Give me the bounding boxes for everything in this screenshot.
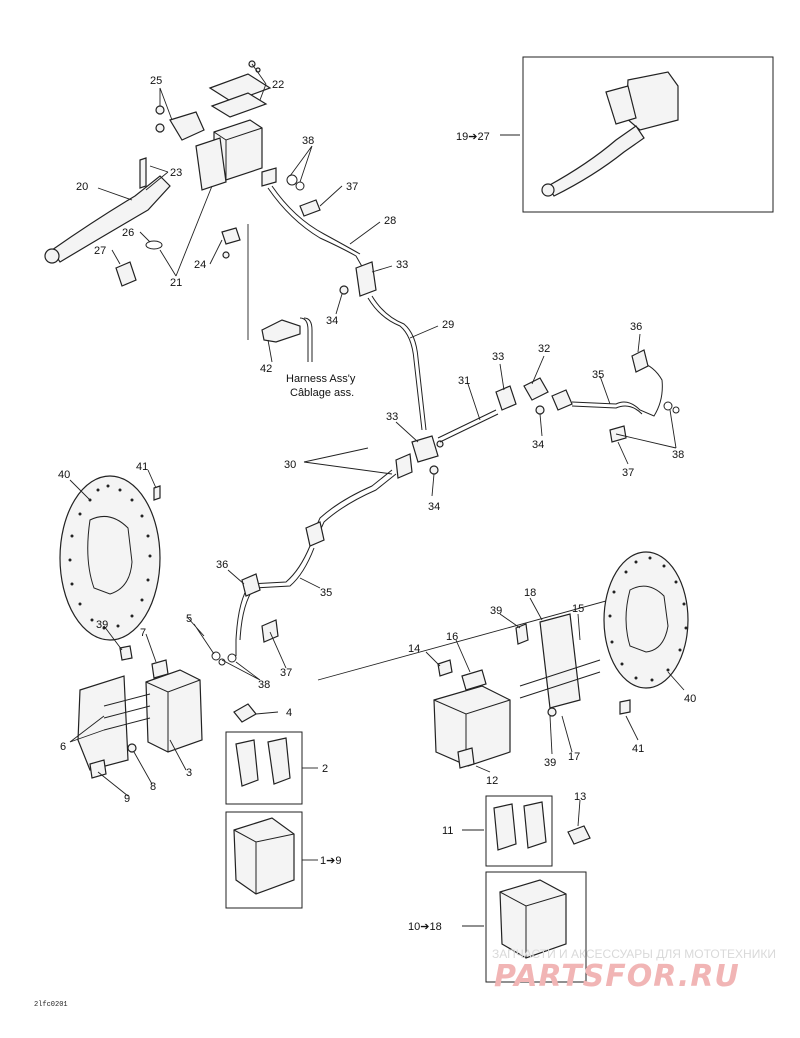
- caliper-bracket-right: [539, 613, 581, 709]
- callout-32: 32: [538, 343, 550, 355]
- brake-line-28: [267, 187, 365, 271]
- brake-line-31: [437, 409, 497, 439]
- callout-11: 11: [442, 825, 453, 837]
- brake-line-30: [309, 469, 393, 541]
- master-cylinder-group: [44, 60, 321, 287]
- callout-16: 16: [446, 631, 458, 643]
- watermark-subtitle: ЗАПЧАСТИ И АКСЕССУАРЫ ДЛЯ МОТОТЕХНИКИ: [492, 947, 776, 961]
- callout-12: 12: [486, 775, 498, 787]
- callout-42: 42: [260, 363, 272, 375]
- callout-19-27: 19➔27: [456, 131, 490, 143]
- harness-note-fr: Câblage ass.: [290, 387, 354, 399]
- reservoir-cover: [208, 73, 272, 103]
- callout-1-9: 1➔9: [320, 855, 341, 867]
- callout-22: 22: [272, 79, 284, 91]
- callout-37-top: 37: [346, 181, 358, 193]
- callout-31: 31: [458, 375, 470, 387]
- callout-5: 5: [186, 613, 192, 625]
- callout-39-right: 39: [490, 605, 502, 617]
- callout-27: 27: [94, 245, 106, 257]
- callout-9: 9: [124, 793, 130, 805]
- brake-line-35-right: [571, 361, 663, 417]
- brake-lever: [51, 175, 171, 263]
- callout-41-right: 41: [632, 743, 644, 755]
- watermark-logo: PARTSFOR.RU: [494, 959, 740, 994]
- callout-14: 14: [408, 643, 420, 655]
- callout-17: 17: [568, 751, 580, 763]
- pads-box-left: [225, 731, 303, 805]
- callout-13: 13: [574, 791, 586, 803]
- callout-30: 30: [284, 459, 296, 471]
- callout-15: 15: [572, 603, 584, 615]
- callout-28: 28: [384, 215, 396, 227]
- callout-33-c: 33: [492, 351, 504, 363]
- callout-18: 18: [524, 587, 536, 599]
- callout-34-c: 34: [532, 439, 544, 451]
- callout-34-a: 34: [326, 315, 338, 327]
- callout-39-left: 39: [96, 619, 108, 631]
- right-caliper-group: [433, 613, 601, 769]
- left-brake-disc: [59, 475, 161, 641]
- brake-switch: [523, 377, 549, 401]
- callout-38-top: 38: [302, 135, 314, 147]
- distribution-block: [395, 435, 444, 479]
- callout-8: 8: [150, 781, 156, 793]
- callout-37-left: 37: [280, 667, 292, 679]
- caliper-body-left: [145, 669, 203, 753]
- callout-3: 3: [186, 767, 192, 779]
- leader-lines: [69, 63, 685, 927]
- callout-39-lower: 39: [544, 757, 556, 769]
- reservoir-diaphragm: [210, 92, 268, 118]
- callout-38-right: 38: [672, 449, 684, 461]
- callout-40-right: 40: [684, 693, 696, 705]
- callout-labels: 19➔27 25 22 23 20 26 27 21 24 38 37 28 3…: [58, 75, 696, 933]
- callout-4: 4: [286, 707, 292, 719]
- lever-bushing: [115, 261, 137, 287]
- caliper-bracket-left: [77, 675, 129, 771]
- callout-33-a: 33: [396, 259, 408, 271]
- master-cylinder-inset-box: [522, 56, 774, 213]
- section-divider: [317, 589, 647, 681]
- pad-spring-right: [567, 825, 591, 845]
- callout-41-left: 41: [136, 461, 148, 473]
- callout-37-right: 37: [622, 467, 634, 479]
- harness-connector: [261, 319, 301, 343]
- callout-33-b: 33: [386, 411, 398, 423]
- watermark: ЗАПЧАСТИ И АКСЕССУАРЫ ДЛЯ МОТОТЕХНИКИ PA…: [492, 947, 776, 994]
- callout-36-right: 36: [630, 321, 642, 333]
- pad-spring-left: [233, 703, 257, 723]
- callout-10-18: 10➔18: [408, 921, 442, 933]
- left-caliper-group: [77, 645, 203, 779]
- callout-25: 25: [150, 75, 162, 87]
- pads-box-right: [485, 795, 553, 867]
- caliper-box-right: [485, 871, 587, 983]
- callout-35-right: 35: [592, 369, 604, 381]
- callout-36-left: 36: [216, 559, 228, 571]
- callout-26: 26: [122, 227, 134, 239]
- callout-34-b: 34: [428, 501, 440, 513]
- callout-20: 20: [76, 181, 88, 193]
- callout-29: 29: [442, 319, 454, 331]
- brake-line-29: [367, 297, 423, 431]
- harness-note-en: Harness Ass'y: [286, 373, 356, 385]
- right-brake-disc: [603, 551, 689, 689]
- callout-40-left: 40: [58, 469, 70, 481]
- callout-6: 6: [60, 741, 66, 753]
- callout-24: 24: [194, 259, 206, 271]
- callout-2: 2: [322, 763, 328, 775]
- callout-7: 7: [140, 627, 146, 639]
- callout-21: 21: [170, 277, 182, 289]
- callout-23: 23: [170, 167, 182, 179]
- callout-38-left: 38: [258, 679, 270, 691]
- handlebar-clamp: [169, 111, 205, 141]
- drawing-reference: 2lfc0201: [34, 1001, 68, 1009]
- callout-35-left: 35: [320, 587, 332, 599]
